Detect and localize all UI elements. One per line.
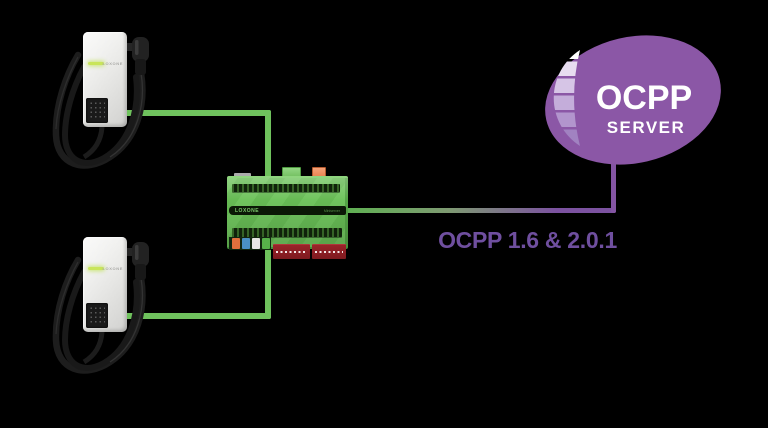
miniserver-relay-terminal-1	[273, 244, 310, 259]
bus-plug-orange	[232, 238, 240, 249]
miniserver-terminal-row-bottom	[232, 228, 342, 237]
ocpp-logo-subtitle: SERVER	[607, 118, 686, 137]
connection-line-server-horizontal	[346, 208, 616, 213]
connection-line-server-vertical	[611, 152, 616, 213]
miniserver-illustration: LOXONE Miniserver	[225, 165, 350, 260]
ocpp-logo-blob	[545, 35, 721, 165]
charger-brand-label: LOXONE	[102, 266, 123, 271]
miniserver-sd-slot	[234, 173, 251, 178]
wallbox-charger-1: LOXONE	[40, 27, 160, 195]
status-led	[88, 62, 104, 65]
miniserver-relay-terminal-2	[312, 244, 346, 259]
ocpp-logo-title: OCPP	[596, 79, 692, 117]
bus-plug-white	[252, 238, 260, 249]
keypad-panel	[86, 303, 108, 328]
bus-plug-green	[262, 238, 270, 249]
connection-line-charger2-vertical	[265, 243, 271, 319]
connection-line-charger1-horizontal	[112, 110, 271, 116]
bus-plug-blue	[242, 238, 250, 249]
miniserver-brand-label: LOXONE	[235, 207, 260, 214]
charging-connector-icon	[125, 37, 149, 75]
keypad-panel	[86, 98, 108, 123]
charger-body: LOXONE	[83, 32, 127, 127]
miniserver-model-label: Miniserver	[323, 208, 340, 213]
miniserver-nameplate: LOXONE Miniserver	[229, 206, 346, 215]
miniserver-terminal-row-top	[232, 184, 340, 192]
charger-cable-icon	[52, 37, 149, 169]
connection-line-charger1-vertical	[265, 110, 271, 180]
miniserver-bus-plugs	[229, 237, 271, 250]
charger-cable-icon	[52, 242, 149, 374]
connection-line-charger2-horizontal	[112, 313, 271, 319]
charger-brand-label: LOXONE	[102, 61, 123, 66]
ocpp-server-logo: OCPP SERVER	[545, 35, 721, 165]
wallbox-charger-2: LOXONE	[40, 232, 160, 400]
status-led	[88, 267, 104, 270]
charging-connector-icon	[125, 242, 149, 280]
protocol-version-label: OCPP 1.6 & 2.0.1	[438, 227, 617, 253]
charger-body: LOXONE	[83, 237, 127, 332]
